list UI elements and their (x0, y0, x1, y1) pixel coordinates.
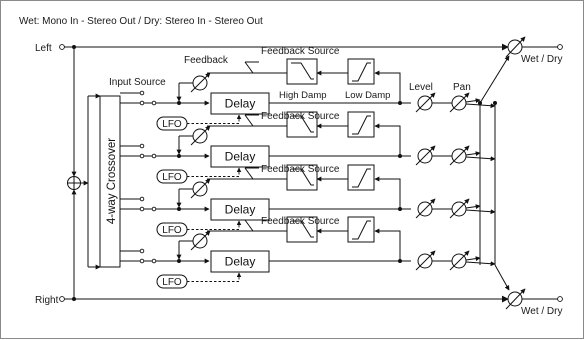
lfo-label: LFO (162, 225, 182, 236)
right-input-jack (59, 296, 65, 302)
feedback-source-label: Feedback Source (261, 111, 340, 122)
wet-right-line (494, 264, 510, 291)
crossover-block (99, 95, 121, 268)
crossover-label: 4-way Crossover (106, 138, 118, 224)
level-knob[interactable] (415, 145, 436, 166)
right-output-jack (557, 296, 563, 302)
feedback-knob[interactable] (190, 178, 211, 199)
delay-label: Delay (225, 97, 256, 111)
left-input-label: Left (35, 43, 52, 54)
lfo-label: LFO (162, 119, 182, 130)
lfo-label: LFO (162, 277, 182, 288)
feedback-source-switch[interactable] (244, 114, 254, 127)
right-input-label: Right (35, 295, 59, 306)
feedback-knob[interactable] (190, 72, 211, 93)
feedback-source-switch[interactable] (244, 219, 254, 232)
wet-dry-bottom-label: Wet / Dry (521, 306, 562, 317)
diagram-title: Wet: Mono In - Stereo Out / Dry: Stereo … (19, 16, 263, 27)
pan-knob[interactable] (449, 198, 470, 219)
delay-label: Delay (225, 203, 256, 217)
left-output-jack (557, 44, 563, 50)
low-damp-label: Low Damp (345, 90, 390, 101)
feedback-knob[interactable] (190, 230, 211, 251)
feedback-source-label: Feedback Source (261, 164, 340, 175)
mono-sum-mixer (67, 176, 81, 190)
input-source-label: Input Source (109, 77, 166, 88)
pan-knob[interactable] (449, 145, 470, 166)
feedback-label: Feedback (184, 55, 229, 66)
feedback-source-label: Feedback Source (261, 46, 340, 57)
pan-knob[interactable] (449, 92, 470, 113)
level-label: Level (409, 82, 433, 93)
wet-dry-top-knob[interactable] (505, 36, 526, 58)
delay-label: Delay (225, 150, 256, 164)
feedback-source-switch[interactable] (244, 61, 254, 74)
wet-dry-top-label: Wet / Dry (521, 54, 562, 65)
feedback-source-label: Feedback Source (261, 216, 340, 227)
pan-knob[interactable] (449, 250, 470, 271)
pan-label: Pan (453, 82, 471, 93)
level-knob[interactable] (415, 198, 436, 219)
high-damp-filter (286, 111, 318, 138)
delay-label: Delay (225, 255, 256, 269)
left-input-jack (59, 44, 65, 50)
feedback-source-switch[interactable] (244, 167, 254, 180)
wet-left-line (479, 55, 510, 104)
feedback-knob[interactable] (190, 125, 211, 146)
lfo-label: LFO (162, 172, 182, 183)
high-damp-filter (286, 216, 318, 243)
level-knob[interactable] (415, 250, 436, 271)
high-damp-label: High Damp (279, 90, 327, 101)
